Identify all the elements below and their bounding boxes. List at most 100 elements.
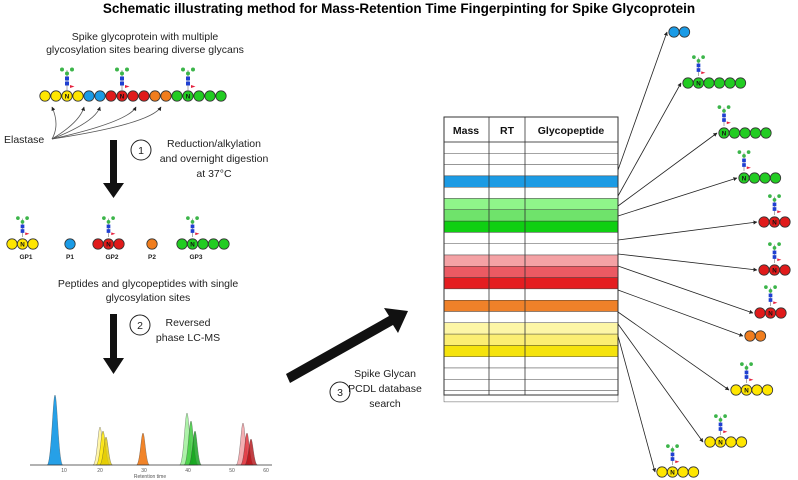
n-glycosite-label: N [120, 93, 125, 100]
step3-circle [329, 381, 351, 403]
mannose-circle [768, 288, 773, 293]
mannose-circle [70, 67, 74, 72]
mannose-circle [746, 150, 751, 154]
table-row [443, 322, 619, 335]
mannose-circle [186, 216, 190, 220]
amino-acid-residue [677, 466, 689, 478]
table-row [443, 311, 619, 324]
mannose-circle [772, 245, 777, 250]
glycan-tree [717, 105, 731, 126]
chrom-xlabel: Retention time [134, 474, 166, 480]
fucose-triangle [25, 232, 30, 236]
table-row [443, 277, 619, 290]
mannose-circle [696, 58, 701, 63]
glycan-tree [764, 285, 778, 306]
identification-arrow [617, 335, 656, 473]
mannose-circle [106, 219, 111, 224]
glycan-tree [768, 194, 782, 215]
identification-arrow [617, 177, 738, 217]
mannose-circle [125, 67, 129, 72]
amino-acid-residue [728, 127, 741, 139]
amino-acid-residue [730, 384, 742, 396]
step1-number: 1 [138, 145, 144, 157]
step2-circle [129, 314, 151, 336]
amino-acid-residue [94, 90, 106, 102]
amino-acid-residue [83, 90, 95, 102]
peptide-glycans [16, 216, 200, 237]
amino-acid-residue [703, 77, 715, 89]
chromatogram-peak [188, 430, 202, 466]
table-row [443, 266, 619, 278]
table-row [443, 153, 619, 165]
amino-acid-residue [748, 172, 761, 184]
amino-acid-residue [171, 90, 183, 102]
table-row [443, 141, 619, 154]
glcnac-square [120, 81, 124, 86]
glcnac-square [772, 255, 777, 259]
amino-acid-residue [6, 238, 18, 250]
glycan-tree [16, 216, 30, 237]
amino-acid-residue [113, 238, 125, 250]
fucose-triangle [749, 378, 754, 382]
glcnac-square [718, 422, 723, 427]
amino-acid-residue [775, 307, 787, 319]
table-header-rt: RT [500, 125, 515, 137]
mannose-circle [16, 216, 20, 220]
chrom-tick-label: 10 [61, 468, 67, 474]
fucose-triangle [125, 85, 130, 88]
fucose-triangle [773, 301, 778, 305]
glcnac-square [670, 457, 675, 461]
amino-acid-residue [760, 127, 772, 139]
mannose-circle [675, 444, 679, 448]
table-row [443, 300, 619, 312]
peptide-label-gp2: GP2 [105, 254, 118, 261]
chromatogram-ticks: 10 20 30 40 50 60 [61, 468, 269, 474]
table-row [443, 390, 619, 403]
mannose-circle [742, 153, 746, 158]
amino-acid-residue [193, 90, 205, 102]
amino-acid-residue [39, 90, 51, 102]
chromatogram: 10 20 30 40 50 60 Retention time [30, 394, 272, 480]
amino-acid-residue [197, 238, 209, 250]
mannose-circle [773, 285, 777, 289]
amino-acid-residue [779, 216, 791, 228]
glcnac-square [190, 224, 195, 229]
glycan-tree [740, 362, 754, 383]
amino-acid-residue [758, 264, 770, 276]
glcnac-square [768, 293, 773, 298]
peptide-label-gp3: GP3 [189, 254, 202, 261]
amino-acid-residue [779, 264, 791, 276]
table-row [443, 232, 619, 244]
spike-caption-line2: glycosylation sites bearing diverse glyc… [46, 44, 244, 56]
table-row [443, 333, 619, 346]
mannose-circle [181, 67, 185, 72]
mannose-circle [195, 216, 199, 220]
table-row [443, 164, 619, 177]
amino-acid-residue [678, 26, 691, 38]
glcnac-square [772, 250, 777, 255]
table-rows [443, 141, 619, 403]
glycan-tree [115, 67, 130, 90]
identification-arrow [617, 289, 744, 337]
step3-number: 3 [337, 387, 343, 399]
glcnac-square [190, 229, 195, 233]
amino-acid-residue [50, 90, 62, 102]
fucose-triangle [195, 232, 200, 236]
fucose-triangle [701, 71, 706, 75]
amino-acid-residue [149, 90, 161, 102]
glcnac-square [65, 76, 69, 81]
glcnac-square [120, 76, 124, 81]
cleavage-arrow [51, 106, 86, 140]
chromatogram-peak [136, 432, 150, 466]
glcnac-square [772, 207, 777, 211]
glcnac-square [696, 68, 701, 72]
amino-acid-residue [146, 238, 158, 250]
n-glycosite-label: N [65, 93, 70, 100]
step1-line2: and overnight digestion [160, 153, 269, 165]
mannose-circle [65, 71, 69, 76]
amino-acid-residue [744, 330, 756, 342]
fucose-triangle [111, 232, 116, 236]
